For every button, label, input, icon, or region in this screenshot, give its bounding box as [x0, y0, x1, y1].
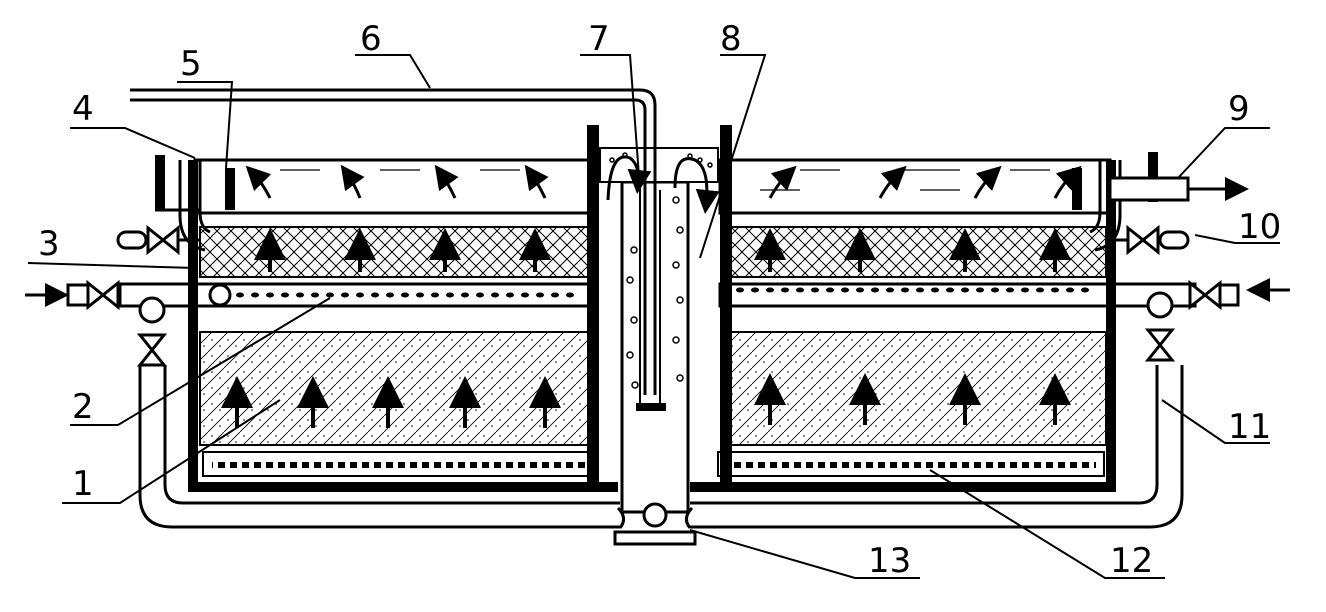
distribution-hole — [416, 292, 424, 298]
label-7: 7 — [588, 19, 610, 59]
leader-lines — [27, 54, 1280, 579]
air-pipe — [130, 88, 657, 395]
bottom-pipe-loop — [138, 365, 1184, 529]
distribution-hole — [1021, 287, 1029, 293]
distribution-hole — [751, 287, 759, 293]
distribution-hole — [476, 292, 484, 298]
distribution-hole — [296, 292, 304, 298]
label-13: 13 — [868, 541, 911, 581]
distribution-hole — [1051, 287, 1059, 293]
distribution-hole — [1066, 287, 1074, 293]
distribution-hole — [431, 292, 439, 298]
distribution-hole — [736, 287, 744, 293]
distribution-hole — [946, 287, 954, 293]
valve-lower-right — [1144, 291, 1176, 362]
label-6: 6 — [360, 19, 382, 59]
flow-arrows — [221, 228, 1071, 428]
label-4: 4 — [72, 89, 94, 129]
distribution-hole — [961, 287, 969, 293]
valve-lower-left — [136, 296, 168, 367]
distribution-hole — [251, 292, 259, 298]
distribution-hole — [976, 287, 984, 293]
distribution-hole — [826, 287, 834, 293]
distribution-hole — [326, 292, 334, 298]
distribution-hole — [1036, 287, 1044, 293]
label-2: 2 — [72, 387, 94, 427]
distribution-hole — [931, 287, 939, 293]
distribution-hole — [991, 287, 999, 293]
label-11: 11 — [1228, 407, 1271, 447]
valve-upper-right — [1110, 224, 1190, 256]
distribution-hole — [766, 287, 774, 293]
distribution-hole — [236, 292, 244, 298]
label-5: 5 — [180, 44, 202, 84]
water-surface-arrows — [245, 164, 1082, 199]
distribution-hole — [886, 287, 894, 293]
distribution-hole — [506, 292, 514, 298]
label-1: 1 — [72, 464, 94, 504]
distribution-hole — [841, 287, 849, 293]
left-overflow-trough — [155, 155, 235, 252]
valve-upper-left — [116, 224, 200, 256]
distribution-hole — [461, 292, 469, 298]
distribution-hole — [781, 287, 789, 293]
right-tank — [690, 125, 1197, 492]
valve-inlet-left — [66, 279, 232, 311]
distribution-hole — [266, 292, 274, 298]
distribution-hole — [796, 287, 804, 293]
distribution-holes — [236, 287, 1089, 298]
bottom-valve — [642, 502, 668, 528]
central-column — [599, 147, 720, 546]
distribution-hole — [566, 292, 574, 298]
distribution-hole — [871, 287, 879, 293]
lower-filter-layer-left — [199, 331, 589, 446]
label-9: 9 — [1228, 89, 1250, 129]
distribution-hole — [491, 292, 499, 298]
distribution-hole — [521, 292, 529, 298]
distribution-hole — [536, 292, 544, 298]
distribution-hole — [1006, 287, 1014, 293]
distribution-hole — [1081, 287, 1089, 293]
lower-filter-layer-right — [729, 331, 1107, 446]
distribution-hole — [446, 292, 454, 298]
label-8: 8 — [720, 19, 742, 59]
distribution-hole — [281, 292, 289, 298]
distribution-hole — [311, 292, 319, 298]
distribution-hole — [856, 287, 864, 293]
upper-filter-layer-left — [199, 226, 589, 278]
distribution-hole — [386, 292, 394, 298]
label-3: 3 — [38, 224, 60, 264]
label-10: 10 — [1238, 207, 1281, 247]
upper-filter-layer-right — [729, 226, 1107, 278]
distribution-hole — [811, 287, 819, 293]
label-12: 12 — [1110, 541, 1153, 581]
left-tank — [118, 125, 618, 492]
distribution-hole — [401, 292, 409, 298]
distribution-hole — [551, 292, 559, 298]
distributor-pipe-right — [718, 282, 1197, 308]
distribution-hole — [356, 292, 364, 298]
distribution-hole — [371, 292, 379, 298]
distribution-hole — [901, 287, 909, 293]
distribution-hole — [341, 292, 349, 298]
water-surface-lines — [280, 169, 1050, 191]
valve-inlet-right — [1188, 279, 1240, 311]
distribution-hole — [916, 287, 924, 293]
